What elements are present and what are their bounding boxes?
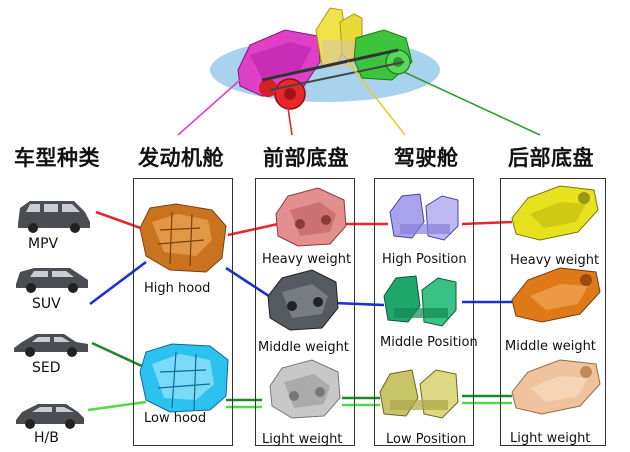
engine-bay-column: [133, 178, 233, 446]
suv-car-icon: [16, 268, 88, 293]
cabin-low-position-model: [379, 369, 459, 419]
cabin-high-position-model: [389, 193, 459, 241]
connector-lines: [87, 210, 513, 412]
hatchback-car-icon: [16, 404, 84, 429]
engine-high-hood-model: [139, 203, 227, 273]
rear-label-heavy: Heavy weight: [510, 253, 600, 268]
vehicle-label-mpv: MPV: [28, 236, 59, 252]
header-front-chassis: 前部底盘: [263, 146, 349, 170]
pointer-front: [287, 107, 293, 136]
line-hb-low: [87, 400, 147, 412]
front-wheel-back: [259, 79, 277, 97]
header-vehicle-type: 车型种类: [14, 146, 100, 170]
pointer-engine: [177, 79, 241, 136]
front-label-middle: Middle weight: [258, 340, 349, 355]
rear-chassis-heavy-model: [511, 185, 599, 241]
rear-chassis-column: [500, 178, 606, 446]
line-cabin-rear-heavy: [461, 220, 513, 226]
vehicle-label-suv: SUV: [32, 296, 61, 312]
frame-rail: [261, 48, 399, 82]
front-chassis-heavy-model: [275, 187, 347, 247]
vehicle-label-hb: H/B: [34, 430, 59, 446]
cabin-label-middle: Middle Position: [380, 335, 478, 350]
line-engine-front-heavy: [227, 222, 279, 237]
rear-label-light: Light weight: [510, 431, 591, 446]
rear-chassis-middle-model: [511, 267, 601, 323]
vehicle-label-sed: SED: [32, 360, 61, 376]
cabin-column: [374, 178, 474, 446]
mpv-car-icon: [18, 201, 90, 233]
engine-label-high-hood: High hood: [144, 281, 211, 296]
front-label-light: Light weight: [262, 432, 343, 447]
header-rear-chassis: 后部底盘: [508, 146, 594, 170]
header-engine-bay: 发动机舱: [138, 146, 224, 170]
sedan-car-icon: [14, 334, 88, 357]
front-chassis-column: [255, 178, 355, 446]
engine-low-hood-model: [139, 343, 229, 413]
line-mpv-high: [95, 210, 147, 232]
front-wheel-hub: [284, 88, 296, 100]
cabin-middle-position-model: [383, 275, 457, 327]
header-cabin: 驾驶舱: [394, 146, 459, 170]
top-vehicle-model: [210, 7, 440, 110]
line-engine-front-middle: [225, 266, 273, 300]
cabin-label-low: Low Position: [386, 432, 467, 447]
vehicle-icons: [14, 201, 90, 429]
frame-rail-2: [269, 61, 405, 91]
pointer-cabin: [347, 61, 406, 136]
front-chassis-light-model: [269, 359, 341, 419]
line-suv-high: [89, 260, 147, 306]
line-sed-low: [91, 341, 147, 370]
cabin-label-high: High Position: [382, 252, 467, 267]
rear-label-middle: Middle weight: [505, 339, 596, 354]
engine-label-low-hood: Low hood: [144, 411, 207, 426]
front-chassis-middle-model: [267, 269, 339, 331]
line-front-cabin-middle: [333, 301, 385, 307]
pointer-rear: [403, 71, 541, 136]
rear-chassis-light-model: [511, 359, 601, 415]
engine-bay-detail: [250, 42, 312, 78]
front-label-heavy: Heavy weight: [262, 252, 352, 267]
